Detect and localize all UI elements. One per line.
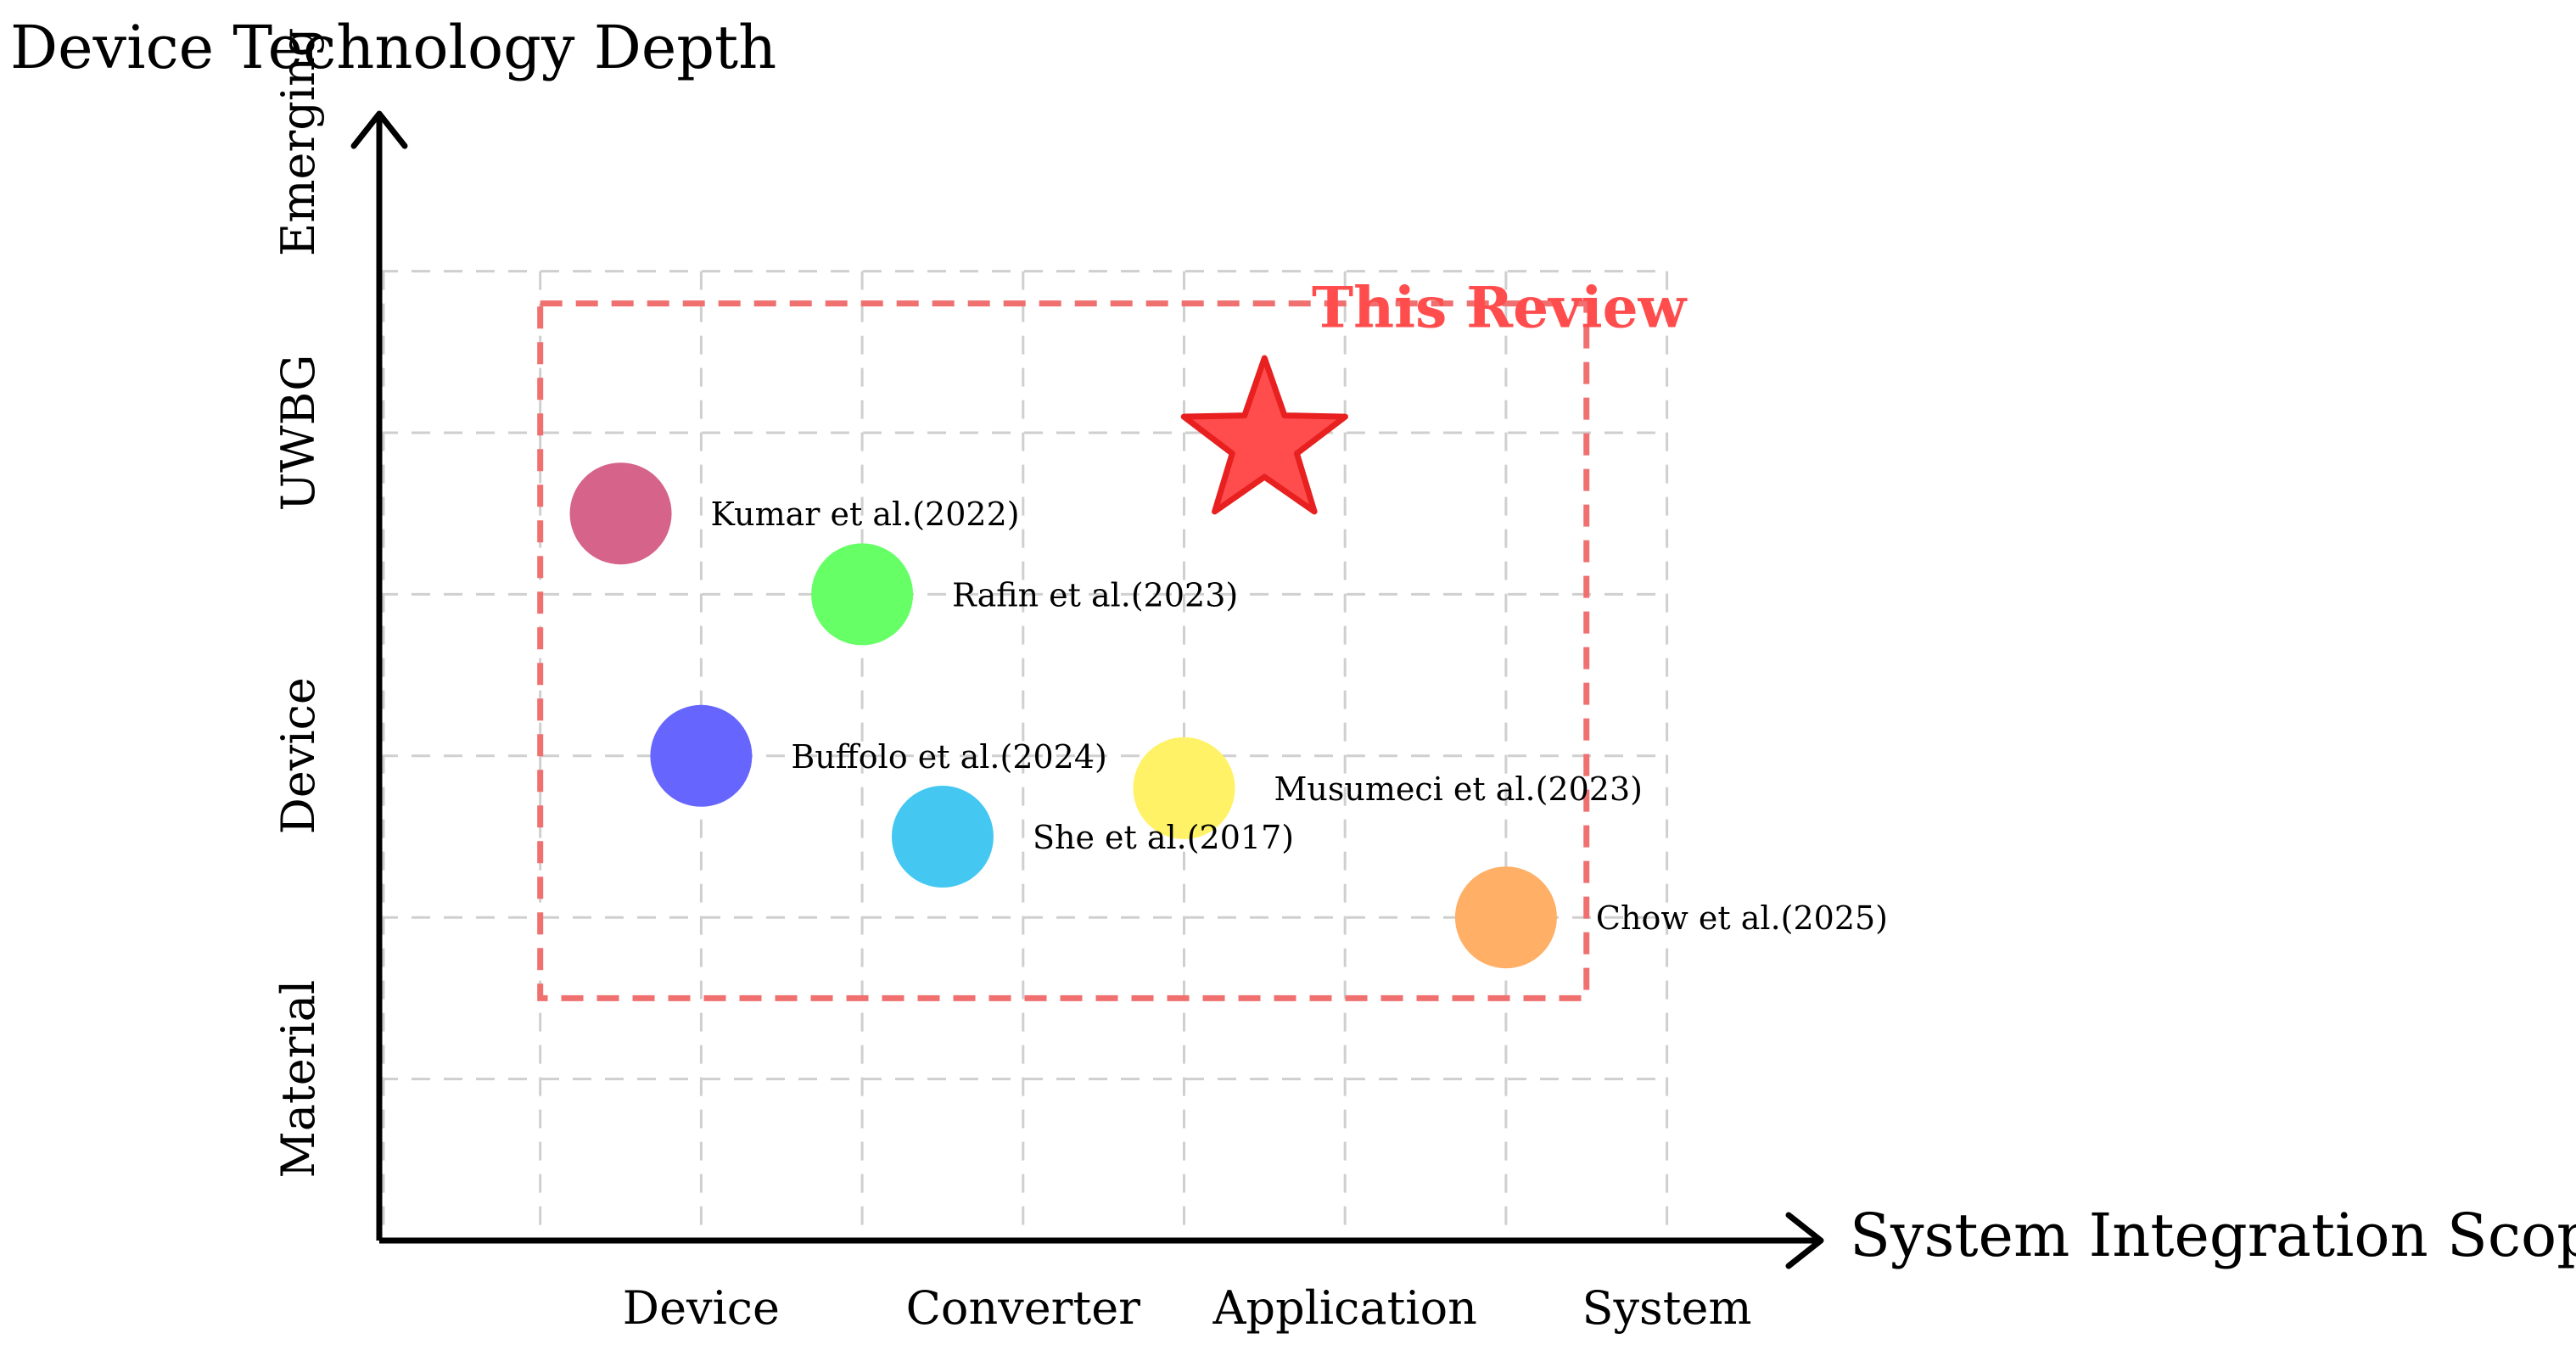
- y-tick-label: Emerging: [272, 27, 325, 256]
- data-point-label: Rafin et al.(2023): [952, 576, 1238, 613]
- data-point: [1454, 866, 1557, 969]
- data-points: [569, 355, 1557, 969]
- x-tick-label: Converter: [906, 1281, 1141, 1335]
- x-axis-arrow-icon: [1785, 1212, 1824, 1269]
- x-tick-label: System: [1582, 1281, 1752, 1335]
- y-axis-title: Device Technology Depth: [10, 13, 776, 82]
- data-point: [891, 786, 994, 888]
- y-tick-label: Material: [272, 980, 325, 1179]
- this-review-label: This Review: [1312, 275, 1688, 341]
- data-point: [569, 462, 672, 565]
- y-tick-label: Device: [272, 677, 325, 834]
- data-point: [811, 543, 914, 646]
- x-tick-label: Application: [1212, 1281, 1477, 1335]
- data-point: [1133, 737, 1235, 839]
- data-point-label: Kumar et al.(2022): [711, 496, 1020, 533]
- data-point-label: She et al.(2017): [1033, 819, 1294, 856]
- data-point: [650, 704, 753, 807]
- this-review-boundary: [537, 300, 1590, 1001]
- y-tick-label: UWBG: [272, 355, 325, 512]
- data-point-label: Chow et al.(2025): [1596, 899, 1888, 937]
- data-point-label: Musumeci et al.(2023): [1274, 770, 1643, 808]
- y-axis-arrow-icon: [350, 110, 408, 149]
- data-point-label: Buffolo et al.(2024): [791, 738, 1106, 776]
- axes: [350, 110, 1824, 1269]
- x-axis-title: System Integration Scope: [1850, 1201, 2576, 1270]
- x-tick-label: Device: [623, 1281, 780, 1335]
- this-review-box: [537, 300, 1590, 1001]
- this-review-star-icon: [1180, 355, 1348, 515]
